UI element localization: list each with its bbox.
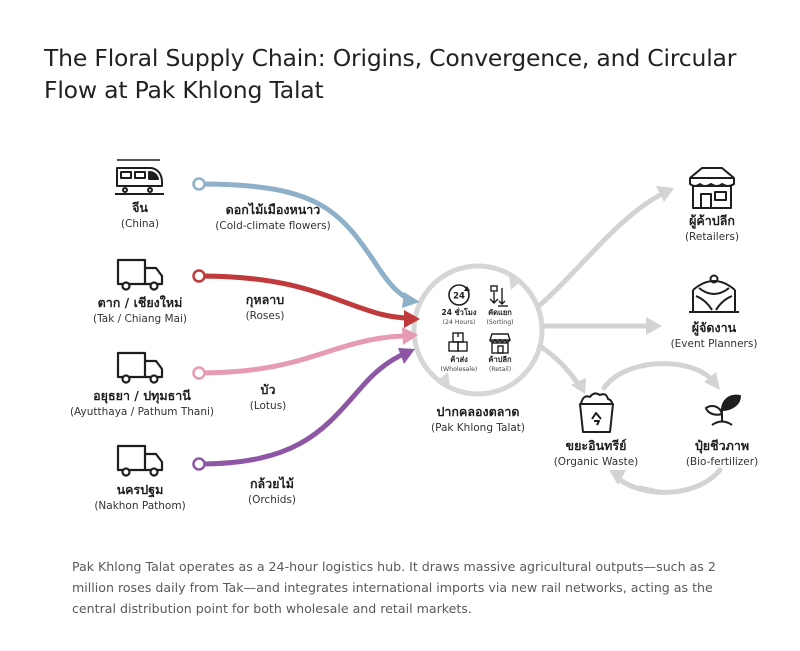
shop-icon	[489, 333, 511, 354]
storefront-icon	[689, 167, 735, 209]
cycle-label-waste: ขยะอินทรีย์ (Organic Waste)	[546, 436, 646, 468]
flow-th: บัว	[260, 382, 276, 397]
train-icon	[115, 159, 164, 195]
out-arrowhead-waste	[571, 378, 586, 394]
flow-th: กุหลาบ	[245, 292, 285, 307]
flow-line-lotus	[196, 333, 411, 376]
hub-func-24h: 24 ชั่วโมง (24 Hours)	[434, 307, 484, 326]
compost-bin-icon	[579, 392, 614, 433]
origin-en: (Ayutthaya / Pathum Thani)	[69, 406, 215, 418]
origin-label-tak: ตาก / เชียงใหม่ (Tak / Chiang Mai)	[70, 293, 210, 325]
flow-label-lotus: บัว (Lotus)	[228, 380, 308, 412]
hub-func-sorting: คัดแยก (Sorting)	[475, 307, 525, 326]
truck-icon-ayutthaya	[116, 351, 164, 384]
origin-en: (China)	[120, 218, 160, 230]
cycle-arrowhead-top	[704, 372, 720, 390]
flow-arrowhead-cold-climate	[402, 292, 420, 308]
hub-func-th: คัดแยก	[488, 308, 512, 317]
cycle-label-fertilizer: ปุ๋ยชีวภาพ (Bio-fertilizer)	[672, 436, 772, 468]
dest-en: (Retailers)	[684, 231, 740, 243]
hub-func-en: (Sorting)	[486, 319, 514, 326]
cycle-arc-bottom	[617, 467, 723, 495]
sprout-icon	[705, 394, 741, 426]
clock-24-icon: 24	[448, 284, 470, 306]
origin-dot-nakhon	[192, 457, 206, 471]
hub-func-en: (24 Hours)	[442, 319, 476, 326]
flow-label-roses: กุหลาบ (Roses)	[225, 290, 305, 322]
flow-label-orchids: กล้วยไม้ (Orchids)	[232, 474, 312, 506]
hub-th: ปากคลองตลาด	[436, 404, 520, 419]
dest-en: (Event Planners)	[670, 338, 758, 350]
clock-24-text: 24	[453, 292, 465, 302]
origin-label-china: จีน (China)	[80, 198, 200, 230]
origin-th: ตาก / เชียงใหม่	[97, 295, 183, 310]
hub-rim-arrow-bottom	[438, 372, 450, 386]
flow-line-orchids	[196, 350, 409, 467]
cycle-th: ขยะอินทรีย์	[565, 438, 627, 453]
flow-label-cold-climate: ดอกไม้เมืองหนาว (Cold-climate flowers)	[198, 200, 348, 232]
out-arrow-retailers	[537, 192, 663, 308]
boxes-icon	[448, 332, 468, 352]
hub-func-retail: ค้าปลีก (Retail)	[475, 354, 525, 373]
origin-dot-china	[192, 177, 206, 191]
truck-icon-nakhon	[116, 444, 164, 477]
hub-func-th: ค้าปลีก	[488, 355, 512, 364]
origin-th: จีน	[132, 200, 148, 215]
hub-func-en: (Wholesale)	[440, 366, 478, 373]
origin-label-nakhon: นครปฐม (Nakhon Pathom)	[80, 480, 200, 512]
flow-en: (Orchids)	[247, 494, 297, 506]
origin-dot-ayutthaya	[192, 366, 206, 380]
sorting-icon	[489, 285, 508, 307]
origin-en: (Tak / Chiang Mai)	[92, 313, 187, 325]
flow-arrowhead-lotus	[402, 327, 418, 345]
out-arrowhead-retailers	[656, 186, 674, 202]
flow-en: (Lotus)	[249, 400, 287, 412]
cycle-th: ปุ๋ยชีวภาพ	[694, 438, 750, 453]
origin-th: นครปฐม	[116, 482, 164, 497]
hub-circle	[411, 263, 545, 397]
origin-th: อยุธยา / ปทุมธานี	[93, 388, 191, 403]
hub-func-th: 24 ชั่วโมง	[441, 308, 477, 317]
cycle-en: (Organic Waste)	[553, 456, 639, 468]
dest-th: ผู้จัดงาน	[691, 320, 737, 335]
flow-line-roses	[196, 273, 413, 321]
dest-label-retailers: ผู้ค้าปลีก (Retailers)	[662, 211, 762, 243]
flow-th: ดอกไม้เมืองหนาว	[225, 202, 321, 217]
origin-dot-tak	[192, 269, 206, 283]
hub-label: ปากคลองตลาด (Pak Khlong Talat)	[408, 402, 548, 434]
hub-func-wholesale: ค้าส่ง (Wholesale)	[434, 354, 484, 373]
cycle-en: (Bio-fertilizer)	[685, 456, 759, 468]
origin-en: (Nakhon Pathom)	[94, 500, 186, 512]
flow-th: กล้วยไม้	[249, 476, 295, 491]
truck-icon-tak	[116, 258, 164, 291]
diagram-title: The Floral Supply Chain: Origins, Conver…	[44, 44, 737, 104]
origin-label-ayutthaya: อยุธยา / ปทุมธานี (Ayutthaya / Pathum Th…	[62, 386, 222, 418]
hub-func-th: ค้าส่ง	[450, 355, 468, 364]
cycle-arrowhead-bottom	[609, 470, 626, 485]
flow-arrowhead-roses	[404, 310, 420, 328]
flow-en: (Cold-climate flowers)	[215, 220, 331, 232]
cycle-arc-top	[601, 361, 715, 391]
out-arrowhead-event	[646, 317, 662, 335]
hub-func-en: (Retail)	[488, 366, 512, 373]
cycle-arrow-lower-left	[637, 485, 661, 495]
hub-rim-arrow-top	[509, 276, 520, 290]
dest-label-event: ผู้จัดงาน (Event Planners)	[654, 318, 774, 350]
dest-th: ผู้ค้าปลีก	[689, 213, 735, 228]
out-arrow-waste	[537, 343, 581, 387]
event-arch-icon	[689, 274, 739, 313]
caption-text: Pak Khlong Talat operates as a 24-hour l…	[72, 559, 716, 616]
flow-line-cold-climate	[196, 181, 415, 303]
flow-arrowhead-orchids	[398, 348, 415, 364]
flow-en: (Roses)	[245, 310, 285, 322]
hub-en: (Pak Khlong Talat)	[430, 422, 526, 434]
